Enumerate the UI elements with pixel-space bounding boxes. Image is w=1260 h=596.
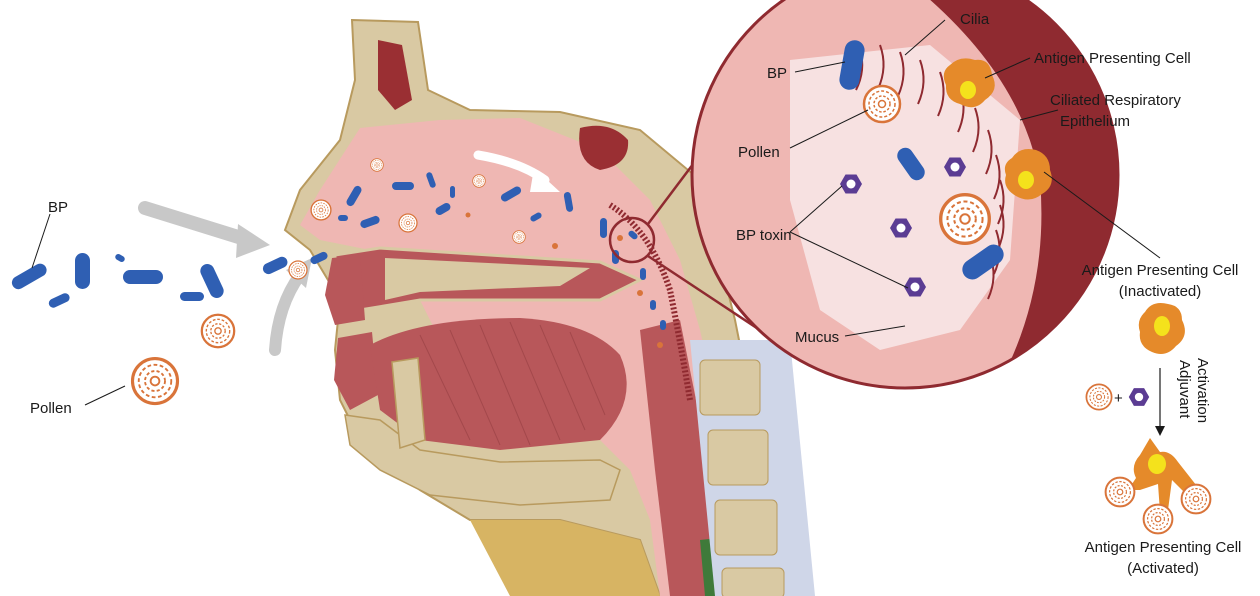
label-ciliated-line2: Epithelium (1060, 113, 1130, 130)
label-bp-left: BP (48, 199, 68, 216)
pollen-in-inset (864, 86, 900, 122)
label-bp-inset: BP (767, 65, 787, 82)
label-apc-top: Antigen Presenting Cell (1034, 50, 1191, 67)
label-pollen-left: Pollen (30, 400, 72, 417)
activation-arrow (1155, 368, 1165, 436)
label-apc-active-line1: Antigen Presenting Cell (1085, 539, 1242, 556)
label-apc-inactive-line1: Antigen Presenting Cell (1082, 262, 1239, 279)
label-apc-active-line2: (Activated) (1127, 560, 1199, 577)
label-activation: Activation (1194, 358, 1211, 423)
label-bp-toxin: BP toxin (736, 227, 792, 244)
label-cilia: Cilia (960, 11, 990, 28)
label-apc-inactive-line2: (Inactivated) (1119, 283, 1202, 300)
apc-activated (1106, 438, 1211, 533)
pollen-in-inset-large (941, 195, 990, 244)
label-pollen-inset: Pollen (738, 144, 780, 161)
label-adjuvant: Adjuvant (1176, 360, 1193, 419)
label-mucus: Mucus (795, 329, 839, 346)
apc-inactivated (1139, 303, 1185, 354)
upper-lip (325, 255, 365, 325)
label-plus: + (1114, 390, 1123, 407)
label-ciliated-line1: Ciliated Respiratory (1050, 92, 1181, 109)
